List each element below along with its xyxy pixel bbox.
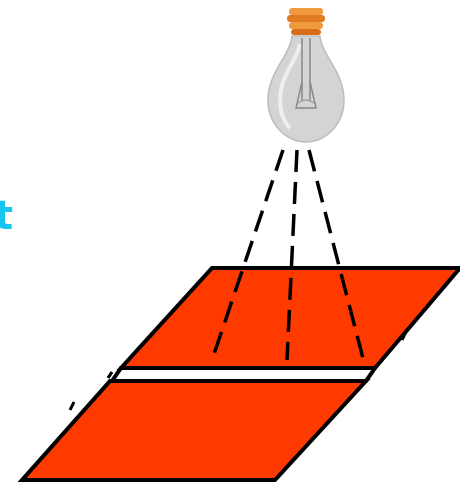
light-bulb-icon bbox=[268, 8, 344, 142]
tick-mark bbox=[108, 372, 112, 378]
lower-panel bbox=[22, 381, 366, 480]
tick-mark bbox=[70, 402, 74, 410]
